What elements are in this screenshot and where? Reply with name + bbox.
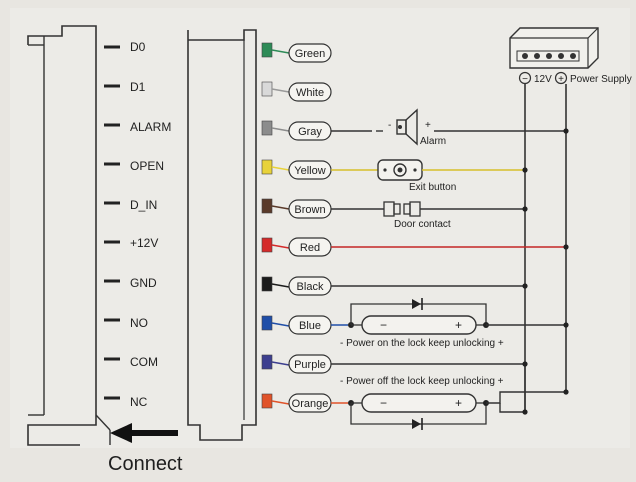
psu-minus-sign: − [522, 74, 528, 85]
wire-lead-gray [271, 127, 290, 132]
wire-lead-blue [271, 322, 290, 327]
nc-diode-icon [412, 419, 421, 429]
connect-label: Connect [108, 453, 183, 475]
pin-tick [104, 162, 120, 166]
wire-lead-yellow [271, 166, 290, 171]
pin-label-gnd: GND [130, 276, 157, 290]
plus-terminal-icon [554, 71, 568, 85]
wire-terminal-purple [261, 354, 273, 370]
alarm-plus: + [425, 120, 431, 131]
pin-label-alarm: ALARM [130, 120, 171, 134]
pin-label-no: NO [130, 316, 148, 330]
pin-tick [104, 201, 120, 205]
pin-label-d1: D1 [130, 80, 146, 94]
exit-button-label: Exit button [409, 182, 456, 193]
psu-voltage: 12V [534, 74, 552, 85]
black-circuit [331, 283, 528, 289]
pin-label-d0: D0 [130, 40, 146, 54]
no-lock-note: - Power on the lock keep unlocking + [340, 338, 504, 349]
wire-terminal-yellow [261, 159, 273, 175]
door-contact-icon [383, 201, 421, 217]
wire-label-brown: Brown [294, 204, 325, 216]
pin-label-com: COM [130, 355, 158, 369]
alarm-siren-icon [396, 108, 418, 146]
wire-label-purple: Purple [294, 359, 326, 371]
wire-lead-purple [271, 361, 290, 366]
wire-label-red: Red [300, 242, 320, 254]
wire-lead-red [271, 244, 290, 249]
door-contact-circuit: Door contact [331, 201, 528, 230]
psu-plus-sign: + [558, 74, 564, 85]
pin-label-open: OPEN [130, 159, 164, 173]
wire-terminal-black [261, 276, 273, 292]
no-lock-minus: − [380, 318, 387, 332]
exit-button-circuit: Exit button [331, 159, 528, 193]
pin-labels: D0 D1 ALARM OPEN D_IN +12V GND NO COM NC [130, 40, 171, 409]
no-diode-icon [412, 299, 421, 309]
connect-arrow-icon [110, 423, 178, 443]
nc-lock-minus: − [380, 396, 387, 410]
pin-label-d-in: D_IN [130, 198, 157, 212]
nc-lock-circuit: - Power off the lock keep unlocking + − … [331, 376, 569, 430]
pin-label-12v: +12V [130, 236, 158, 250]
pin-tick [104, 279, 120, 283]
no-lock-circuit: − + - Power on the lock keep unlocking + [331, 298, 569, 349]
alarm-label: Alarm [420, 136, 446, 147]
nc-lock-plus: + [455, 396, 462, 410]
pin-tick [104, 357, 120, 361]
minus-terminal-icon [518, 71, 532, 85]
wire-lead-white [271, 88, 290, 93]
pin-tick [104, 123, 120, 127]
wire-label-gray: Gray [298, 126, 322, 138]
wire-label-green: Green [295, 48, 326, 60]
pin-tick [104, 240, 120, 244]
wire-box-white [288, 82, 332, 102]
pin-label-nc: NC [130, 395, 148, 409]
wire-labels: Green White Gray Yellow Brown Red Black … [288, 43, 332, 413]
wire-terminal-gray [261, 120, 273, 136]
wire-lead-brown [271, 205, 290, 210]
wire-label-orange: Orange [292, 398, 329, 410]
wire-terminal-orange [261, 393, 273, 409]
pin-tick [104, 318, 120, 322]
wire-label-blue: Blue [299, 320, 321, 332]
diagram-paper [10, 8, 630, 448]
no-lock-plus: + [455, 318, 462, 332]
pin-tick [104, 84, 120, 88]
wire-terminals [261, 42, 290, 409]
wire-box-green [288, 43, 332, 63]
wire-lead-green [271, 49, 290, 54]
wire-lead-orange [271, 400, 290, 405]
wire-label-black: Black [297, 281, 324, 293]
wire-terminal-brown [261, 198, 273, 214]
psu-label: Power Supply [570, 74, 632, 85]
alarm-circuit: - + Alarm [331, 108, 569, 147]
pin-tick [104, 396, 120, 400]
pin-tick [104, 45, 120, 49]
wire-terminal-red [261, 237, 273, 253]
right-connector [187, 29, 290, 441]
wire-label-yellow: Yellow [294, 165, 325, 177]
door-contact-label: Door contact [394, 219, 451, 230]
left-connector [27, 25, 120, 446]
purple-circuit [331, 361, 528, 412]
power-supply: − 12V + Power Supply [509, 27, 632, 85]
nc-lock-note: - Power off the lock keep unlocking + [340, 376, 504, 387]
wire-terminal-green [261, 42, 273, 58]
wire-terminal-white [261, 81, 273, 97]
red-circuit [331, 244, 569, 250]
wire-terminal-blue [261, 315, 273, 331]
alarm-minus: - [388, 120, 391, 131]
wire-label-white: White [296, 87, 324, 99]
pin-ticks [104, 45, 120, 400]
wire-lead-black [271, 283, 290, 288]
